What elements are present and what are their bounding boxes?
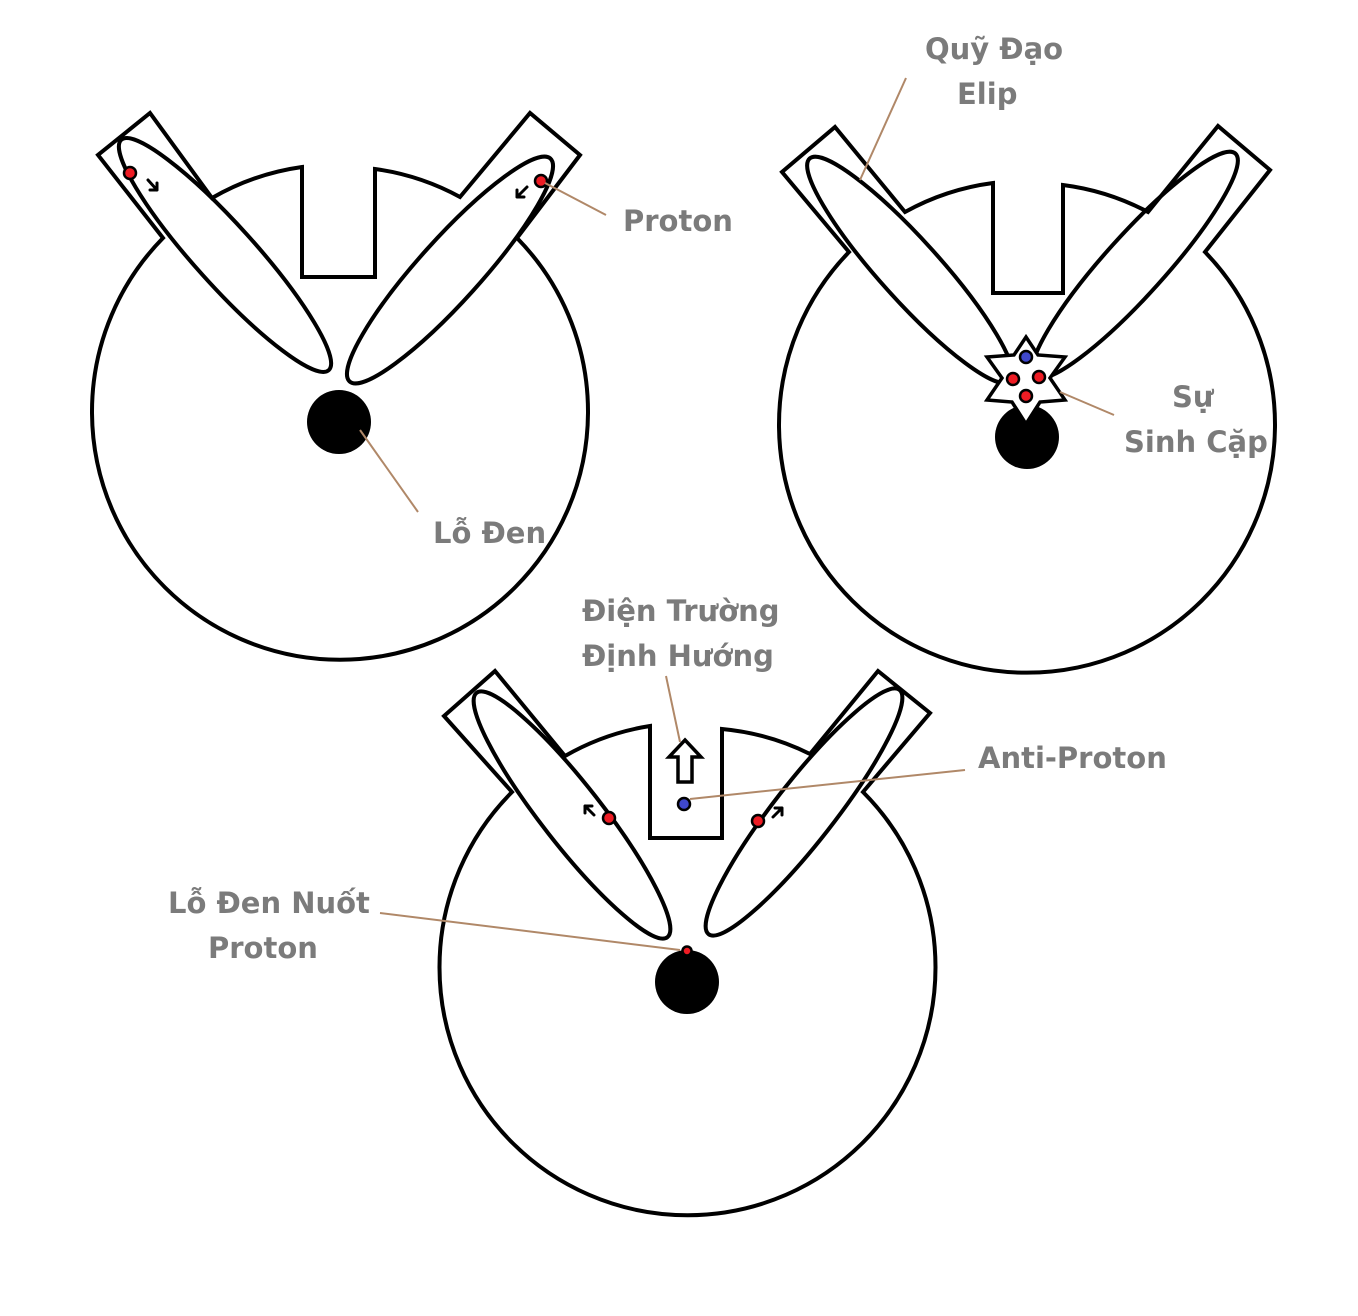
panel-1-black-hole-leader	[359, 429, 419, 513]
label-pair-production-line2: Sinh Cặp	[1124, 425, 1268, 459]
panel-1-proton-right	[533, 173, 549, 189]
panel-3-left-orbit	[471, 689, 673, 941]
panel-1-initial-orbits: Proton Lỗ Đen	[90, 110, 733, 662]
panel-3-anti-proton-leader	[689, 769, 966, 800]
panel-2-pair-production: Quỹ Đạo Elip Sự Sinh Cặp	[777, 32, 1277, 675]
label-black-hole: Lỗ Đen	[433, 516, 546, 550]
panel-2-proton-left	[1005, 371, 1021, 387]
panel-3-anti-proton	[676, 796, 692, 812]
panel-2-proton-right	[1031, 369, 1047, 385]
label-directional-field-line1: Điện Trường	[582, 594, 780, 628]
panel-1-left-orbit	[116, 136, 334, 374]
label-pair-production-line1: Sự	[1172, 380, 1215, 414]
label-elliptical-orbit-line2: Elip	[957, 77, 1017, 111]
panel-1-arrow-left-down-icon	[515, 185, 529, 199]
label-elliptical-orbit-line1: Quỹ Đạo	[925, 32, 1063, 66]
panel-2-anti-proton	[1018, 349, 1034, 365]
panel-3-proton-captured: Điện Trường Định Hướng Anti-Proton Lỗ Đe…	[168, 594, 1167, 1218]
panel-1-right-orbit	[345, 154, 555, 386]
panel-3-right-orbit	[703, 686, 905, 938]
label-black-hole-swallows-line2: Proton	[208, 931, 318, 965]
label-directional-field-line2: Định Hướng	[582, 639, 774, 673]
panel-1-arrow-right-down-icon	[146, 178, 159, 192]
panel-3-swallow-leader	[379, 912, 681, 951]
label-black-hole-swallows-line1: Lỗ Đen Nuốt	[168, 886, 370, 920]
panel-3-black-hole	[655, 950, 719, 1014]
panel-2-orbit-leader	[859, 77, 907, 181]
panel-1-proton-leader	[544, 182, 607, 216]
panel-3-proton-left	[601, 810, 617, 826]
label-proton: Proton	[623, 204, 733, 238]
panel-3-field-leader	[665, 675, 681, 743]
panel-3-arrow-left-up-icon	[583, 804, 596, 817]
panel-2-pair-leader	[1059, 391, 1115, 416]
label-anti-proton: Anti-Proton	[978, 741, 1167, 775]
panel-1-black-hole	[307, 390, 371, 454]
panel-3-proton-captured	[681, 945, 693, 957]
panel-3-proton-right	[750, 813, 766, 829]
panel-1-proton-left	[122, 165, 138, 181]
panel-3-up-arrow-icon	[664, 737, 706, 784]
panel-3-device-outline	[437, 668, 938, 1218]
panel-2-proton-bottom	[1018, 388, 1034, 404]
panel-2-black-hole	[995, 405, 1059, 469]
panel-2-pair-production-star-icon	[983, 333, 1069, 428]
panel-3-arrow-right-up-icon	[771, 806, 784, 819]
panel-1-device-outline	[90, 110, 590, 662]
